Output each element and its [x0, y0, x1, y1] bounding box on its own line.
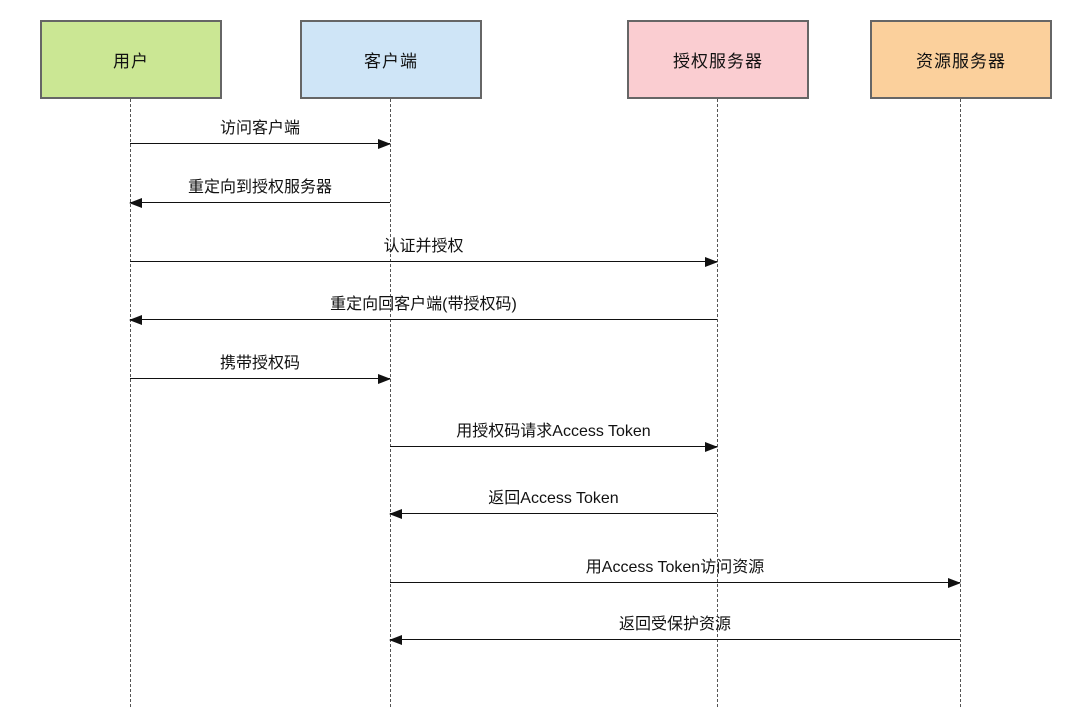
- message-5-label: 携带授权码: [219, 355, 300, 372]
- actor-box-auth-server: 授权服务器: [627, 20, 809, 99]
- message-1-label: 访问客户端: [219, 120, 300, 137]
- lifeline-auth-server: [717, 99, 718, 707]
- message-4-label: 重定向回客户端(带授权码): [330, 296, 517, 313]
- lifeline-resource-server: [960, 99, 961, 707]
- arrowhead-right-icon: [378, 138, 391, 149]
- arrowhead-right-icon: [378, 373, 391, 384]
- message-6-label: 用授权码请求Access Token: [456, 423, 651, 440]
- actor-box-user: 用户: [40, 20, 222, 99]
- message-5-line: [130, 378, 390, 379]
- lifeline-user: [130, 99, 131, 707]
- message-2-line: [130, 202, 390, 203]
- arrowhead-left-icon: [389, 634, 402, 645]
- message-7-label: 返回Access Token: [488, 490, 619, 507]
- arrowhead-right-icon: [705, 441, 718, 452]
- message-4-line: [130, 319, 717, 320]
- arrowhead-left-icon: [129, 197, 142, 208]
- message-1-line: [130, 143, 390, 144]
- message-9-line: [390, 639, 960, 640]
- message-6-line: [390, 446, 717, 447]
- message-8-label: 用Access Token访问资源: [585, 559, 765, 576]
- message-2-label: 重定向到授权服务器: [187, 179, 332, 196]
- arrowhead-left-icon: [129, 314, 142, 325]
- arrowhead-right-icon: [948, 577, 961, 588]
- message-9-label: 返回受保护资源: [618, 616, 731, 633]
- message-8-line: [390, 582, 960, 583]
- message-3-line: [130, 261, 717, 262]
- actor-box-resource-server: 资源服务器: [870, 20, 1052, 99]
- arrowhead-right-icon: [705, 256, 718, 267]
- message-7-line: [390, 513, 717, 514]
- lifeline-client: [390, 99, 391, 707]
- message-3-label: 认证并授权: [383, 238, 464, 255]
- arrowhead-left-icon: [389, 508, 402, 519]
- actor-box-client: 客户端: [300, 20, 482, 99]
